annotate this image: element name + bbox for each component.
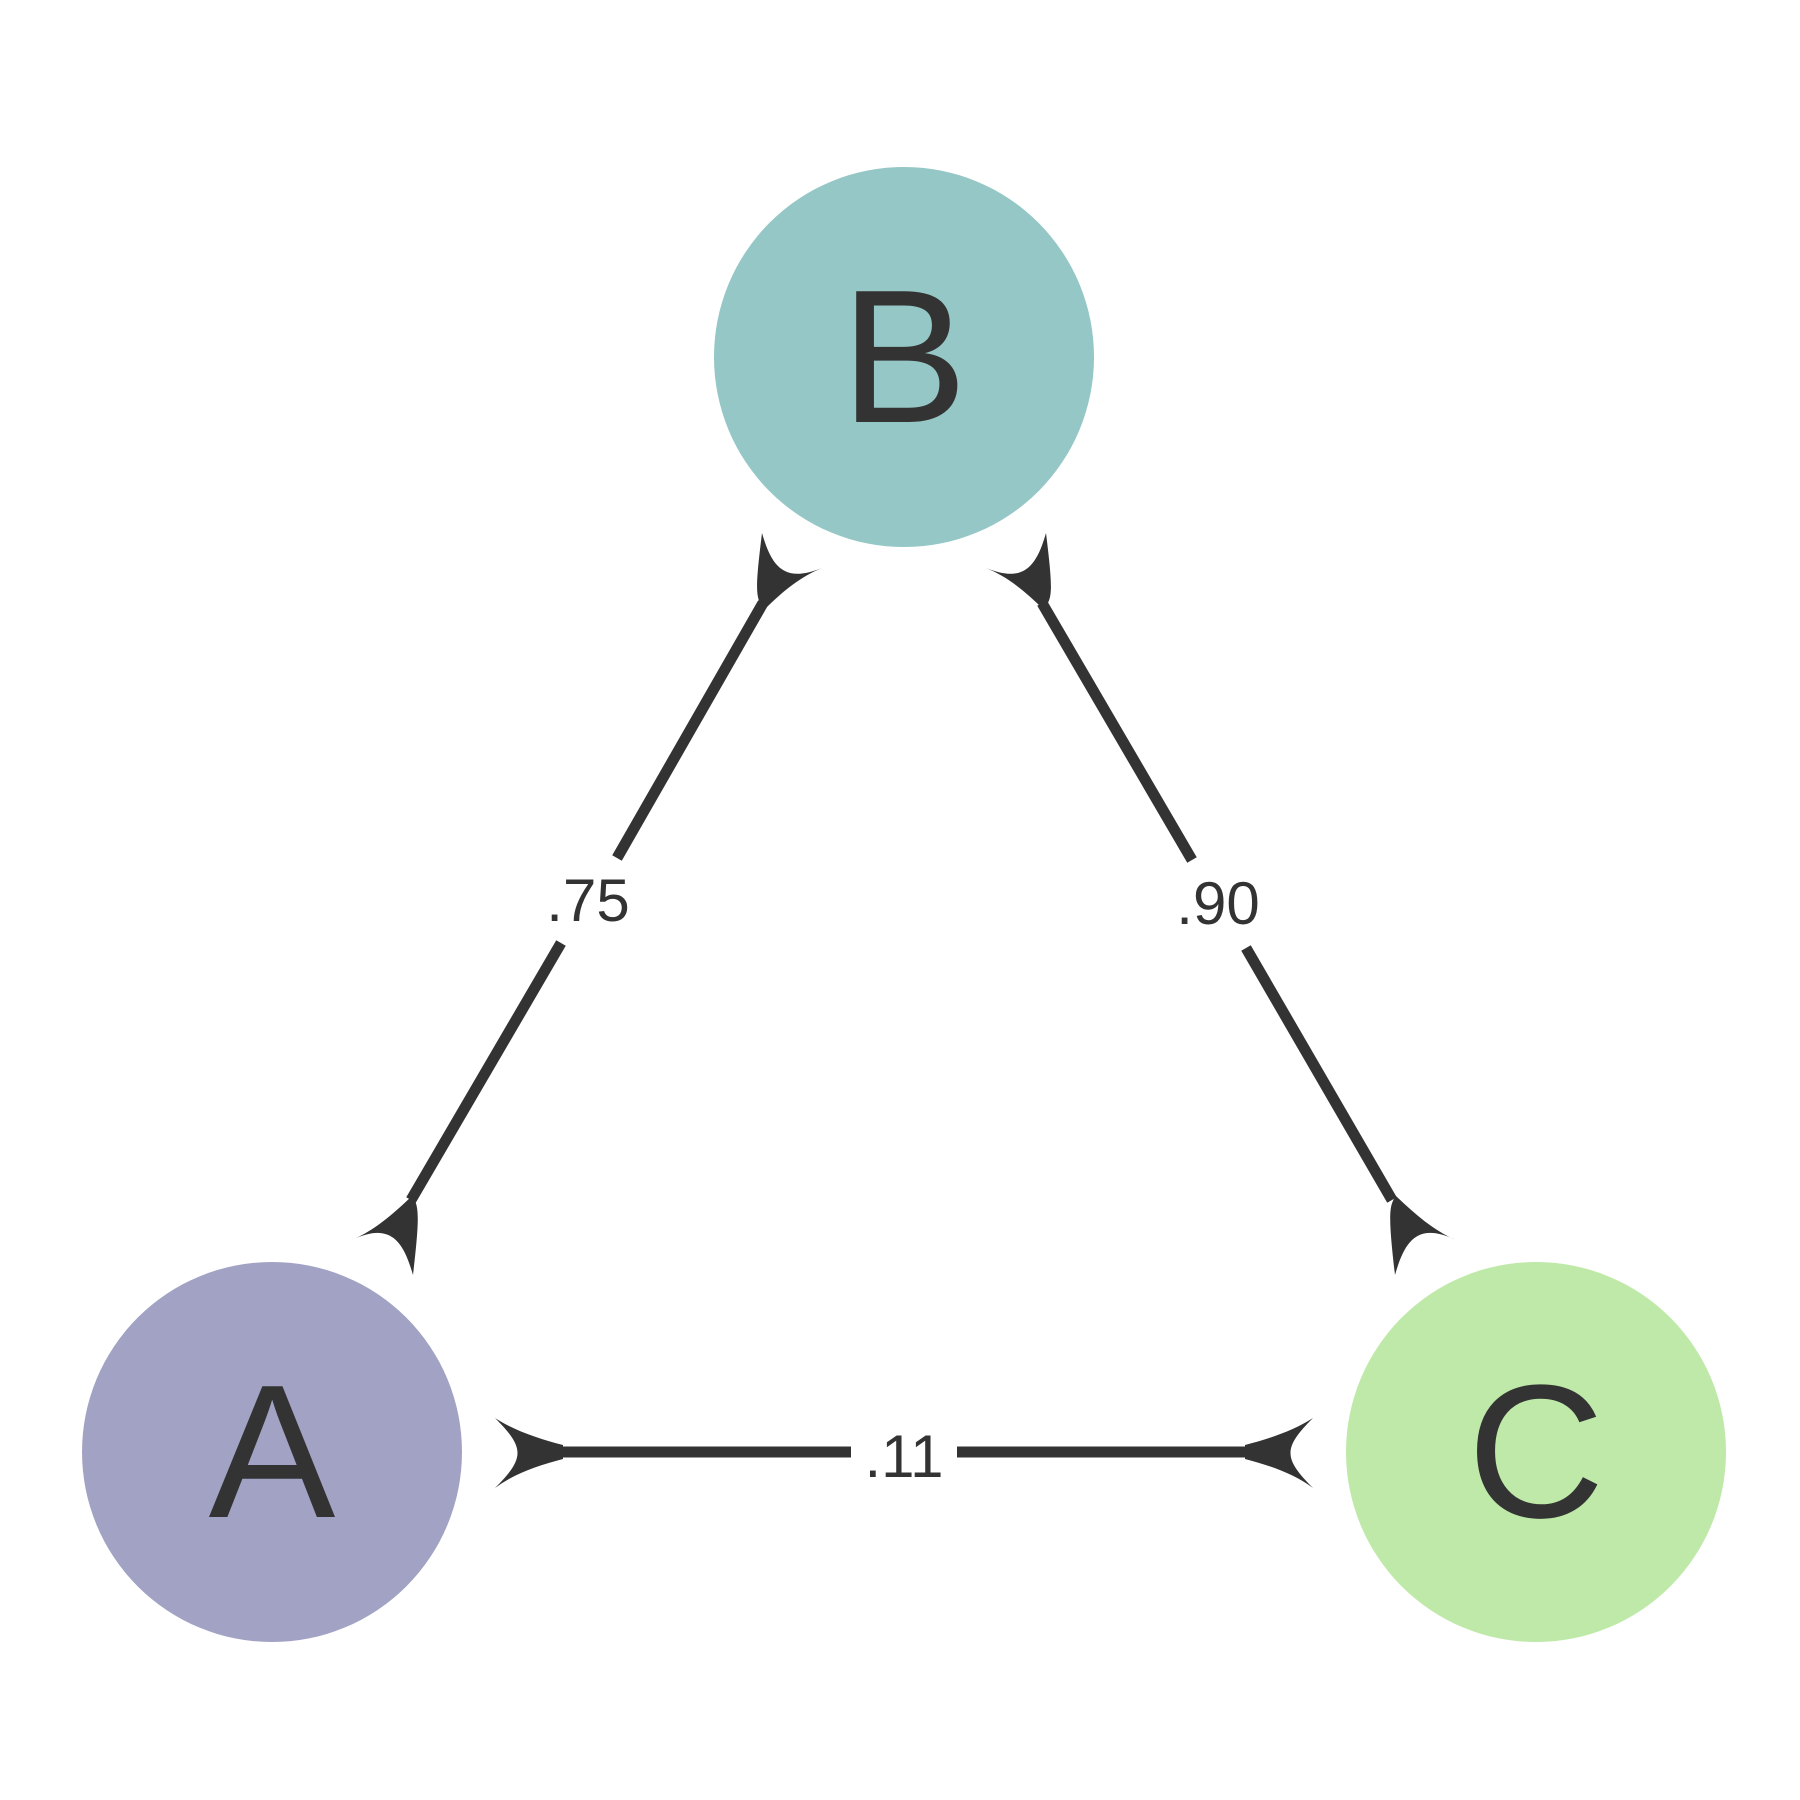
node-c-label: C [1467, 1346, 1604, 1558]
edge-b-c-line-upper [1037, 600, 1197, 863]
edge-a-b-line-lower [406, 940, 566, 1203]
node-c[interactable]: C [1346, 1262, 1726, 1642]
arrowhead-icon [1245, 1418, 1313, 1488]
arrowhead-icon [986, 533, 1051, 609]
arrowhead-icon [757, 533, 822, 609]
edge-label-a-b: .75 [546, 867, 629, 934]
edge-a-b-line-upper [612, 600, 768, 861]
node-a-circle [82, 1262, 462, 1642]
node-a-label: A [209, 1346, 336, 1558]
arrowhead-icon [1390, 1196, 1456, 1275]
node-b[interactable]: B [714, 167, 1094, 547]
edge-label-a-c: .11 [865, 1423, 944, 1490]
edge-b-c-line-lower [1241, 945, 1397, 1203]
edge-a-c: .11 [495, 1418, 1313, 1490]
node-b-circle [714, 167, 1094, 547]
node-c-circle [1346, 1262, 1726, 1642]
edge-label-b-c: .90 [1176, 870, 1259, 937]
node-a[interactable]: A [82, 1262, 462, 1642]
arrowhead-icon [495, 1418, 563, 1488]
arrowhead-icon [352, 1196, 418, 1275]
edge-b-c: .90 [986, 533, 1456, 1275]
edge-a-b: .75 [352, 533, 822, 1275]
node-b-label: B [841, 251, 968, 463]
